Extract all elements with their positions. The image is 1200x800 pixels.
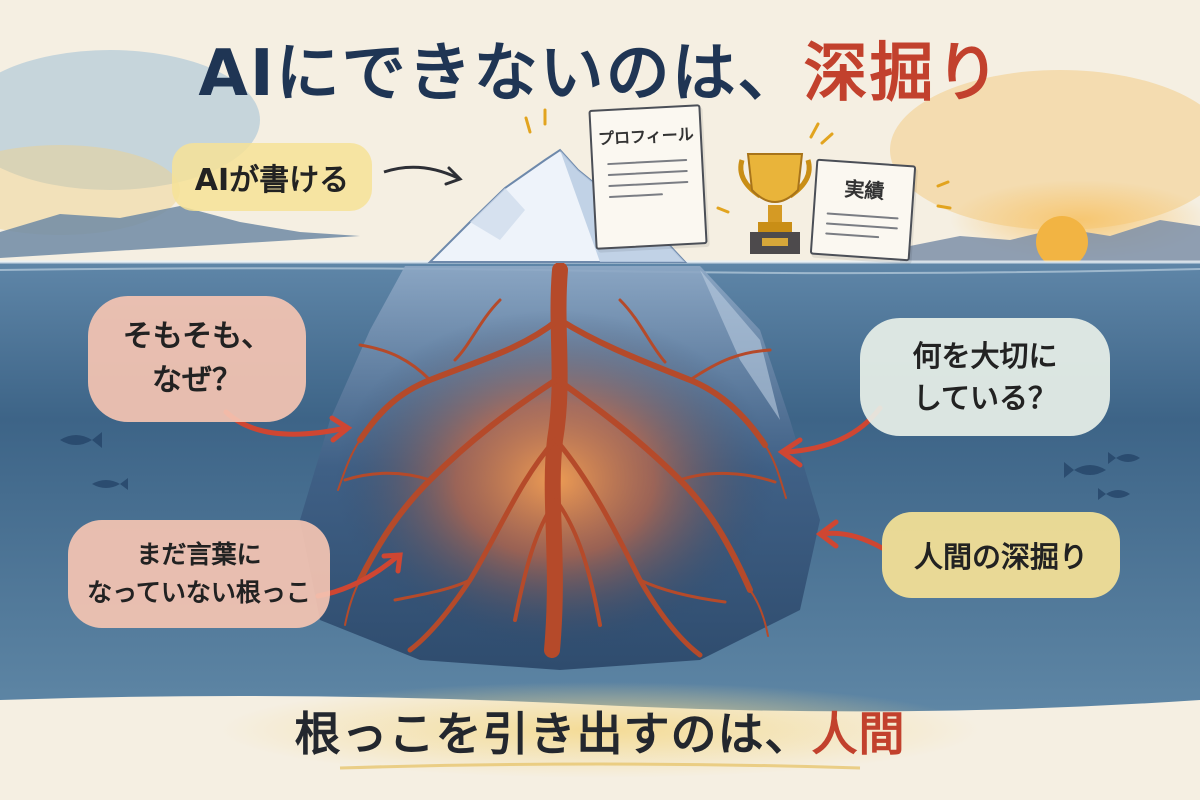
- page-title: AIにできないのは、深掘り: [0, 22, 1200, 114]
- bottom-band: [220, 682, 980, 778]
- mountains-left: [0, 206, 360, 258]
- bottom-caption-main: 根っこを引き出すのは、: [294, 707, 812, 761]
- value-bubble-line2: している？: [912, 381, 1058, 415]
- trophy-icon: [738, 153, 812, 254]
- profile-document: プロフィール: [588, 104, 708, 250]
- why-bubble: そもそも、なぜ？: [88, 296, 306, 422]
- bottom-caption: 根っこを引き出すのは、人間: [0, 698, 1200, 764]
- value-bubble: 何を大切にしている？: [860, 318, 1110, 436]
- sparkle-icon: [524, 108, 952, 214]
- record-document: 実績: [809, 158, 917, 262]
- profile-document-title: プロフィール: [597, 124, 695, 149]
- bottom-caption-accent: 人間: [811, 707, 906, 761]
- roots-bubble-line2: なっていない根っこ: [87, 578, 311, 607]
- fish-icon: [60, 432, 1140, 500]
- sun-icon: [1036, 216, 1088, 268]
- ai-can-write-label: AIが書ける: [172, 143, 372, 211]
- value-bubble-line1: 何を大切に: [912, 339, 1058, 373]
- roots-bubble-line1: まだ言葉に: [136, 540, 262, 569]
- record-document-title: 実績: [843, 176, 886, 204]
- roots-bubble: まだ言葉になっていない根っこ: [68, 520, 330, 628]
- roots: [337, 262, 787, 658]
- human-dig-label: 人間の深掘り: [882, 512, 1120, 598]
- why-bubble-line1: そもそも、: [122, 319, 272, 354]
- title-main: AIにできないのは、: [198, 37, 804, 111]
- why-bubble-line2: なぜ？: [152, 363, 242, 398]
- arrow-icon: [383, 165, 459, 180]
- title-accent: 深掘り: [803, 37, 1002, 111]
